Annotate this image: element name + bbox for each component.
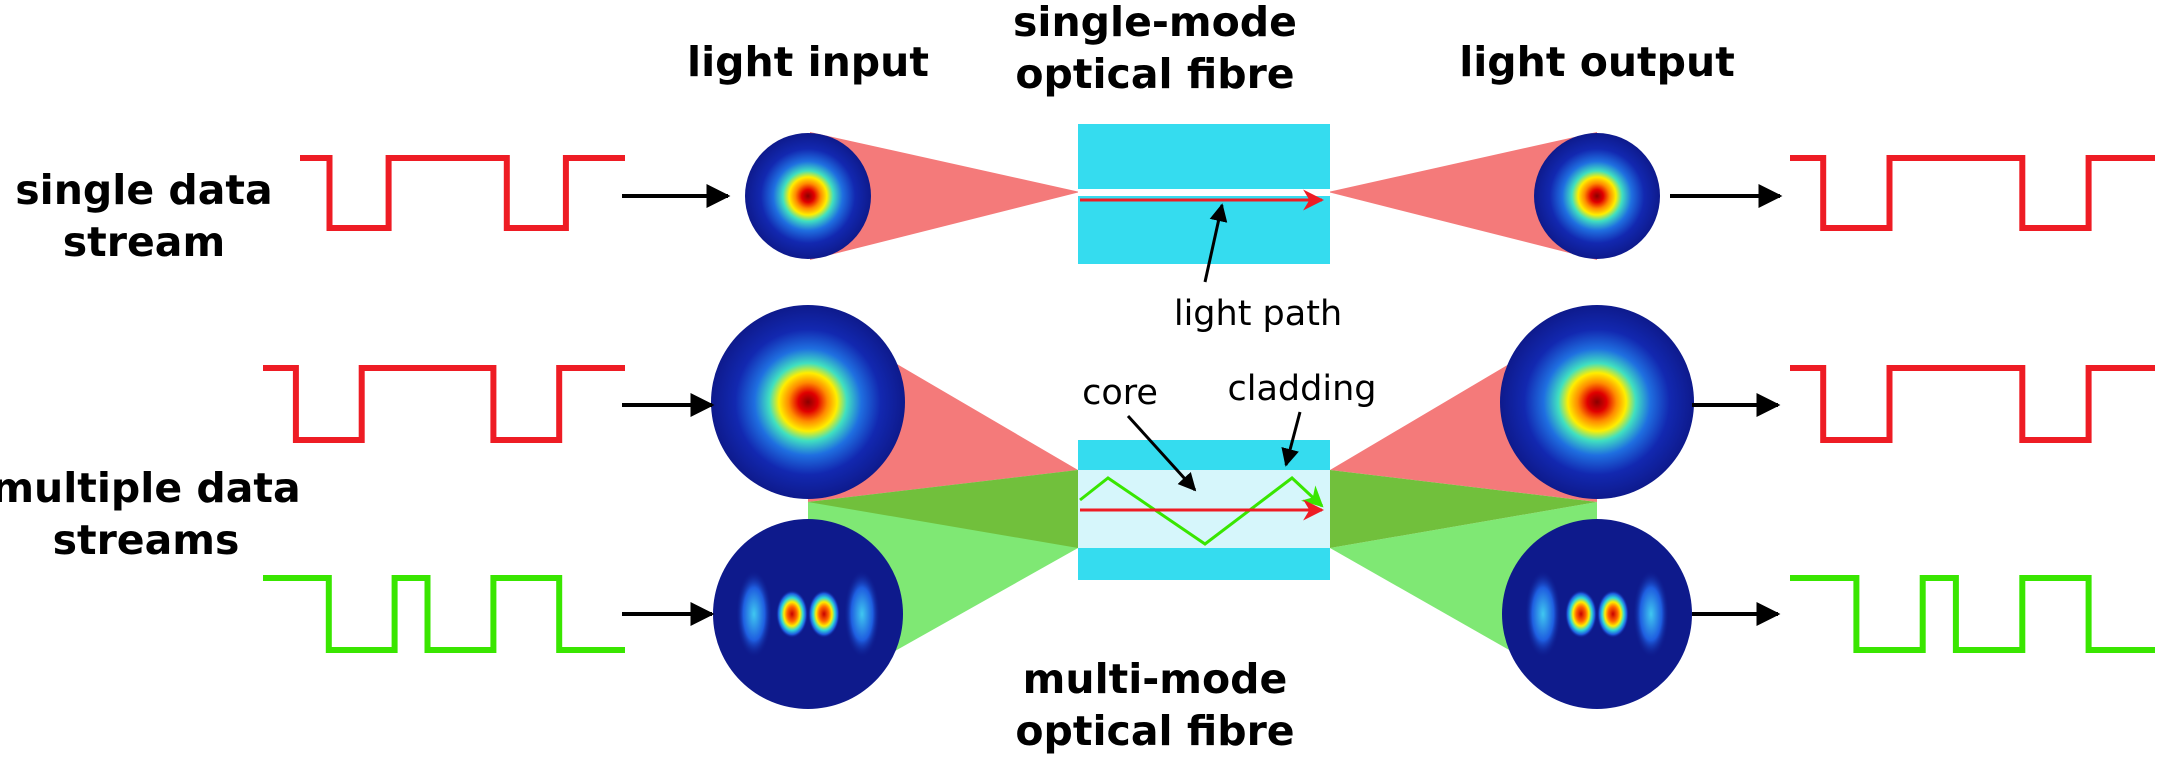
gaussian-mode-icon bbox=[711, 305, 905, 499]
header-light-input: light input bbox=[687, 38, 929, 86]
header-single-mode-line1: single-mode bbox=[1013, 0, 1297, 46]
single-mode-core bbox=[1078, 189, 1330, 196]
annotation-cladding: cladding bbox=[1228, 369, 1377, 409]
data-stream-multi-red-input bbox=[263, 365, 625, 443]
annotation-light-path: light path bbox=[1174, 294, 1342, 334]
gaussian-mode-icon bbox=[745, 133, 871, 259]
header-multi-mode-line1: multi-mode bbox=[1023, 655, 1288, 703]
two-lobe-mode-icon bbox=[1502, 519, 1692, 709]
data-stream-multi-red-output bbox=[1790, 365, 2155, 443]
data-streams bbox=[263, 155, 2155, 653]
input-cone-overlap bbox=[808, 470, 1078, 548]
single-mode-section: light path bbox=[622, 124, 1783, 334]
row-label-multiple-line1: multiple data bbox=[0, 464, 301, 512]
output-cone-single bbox=[1328, 132, 1597, 260]
multi-mode-zigzag-ray bbox=[1079, 476, 1324, 546]
two-lobe-mode-icon bbox=[713, 519, 903, 709]
gaussian-mode-icon bbox=[1534, 133, 1660, 259]
gaussian-mode-icon bbox=[1500, 305, 1694, 499]
header-single-mode-line2: optical fibre bbox=[1015, 50, 1294, 98]
data-stream-multi-green-output bbox=[1790, 575, 2155, 653]
row-label-single-line2: stream bbox=[63, 218, 225, 266]
output-cone-overlap bbox=[1330, 470, 1597, 548]
cladding-pointer bbox=[1281, 411, 1302, 467]
data-stream-multi-green-input bbox=[263, 575, 625, 653]
multi-mode-section: core cladding bbox=[622, 305, 1781, 709]
light-path-pointer bbox=[1203, 203, 1228, 283]
header-multi-mode-line2: optical fibre bbox=[1015, 707, 1294, 755]
core-pointer bbox=[1126, 414, 1197, 492]
data-stream-single-input bbox=[300, 155, 625, 231]
row-label-single-line1: single data bbox=[15, 166, 272, 214]
data-stream-single-output bbox=[1790, 155, 2155, 231]
header-light-output: light output bbox=[1459, 38, 1735, 86]
annotation-core: core bbox=[1082, 373, 1158, 413]
input-cone-single bbox=[810, 132, 1080, 260]
row-label-multiple-line2: streams bbox=[53, 516, 240, 564]
